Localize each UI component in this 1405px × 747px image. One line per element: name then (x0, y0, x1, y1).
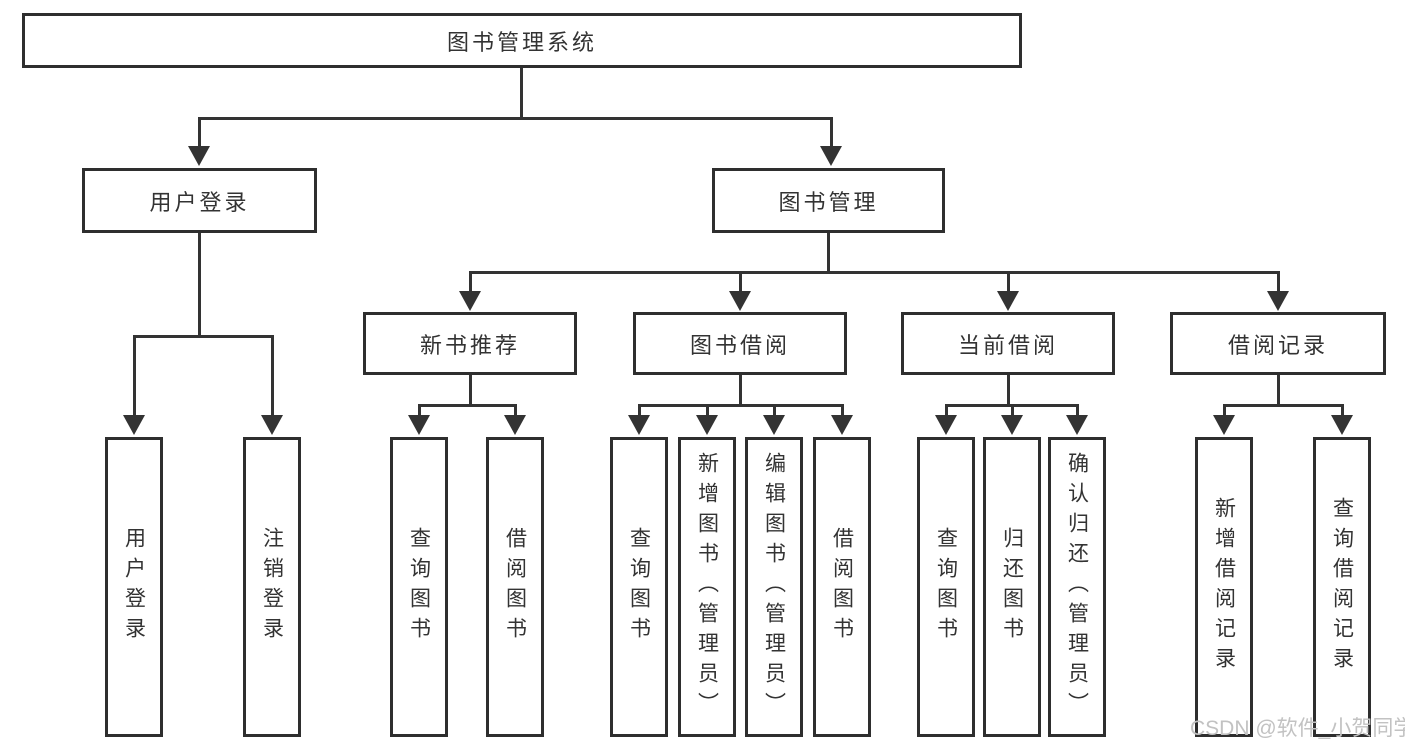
connector-root-drop-2 (830, 117, 833, 149)
arrow-down-icon (123, 415, 145, 435)
arrow-down-icon (1267, 291, 1289, 311)
leaf-query-books-newbooks: 查询图书 (390, 437, 448, 737)
leaf-query-books-borrowing: 查询图书 (610, 437, 668, 737)
node-label: 新增借阅记录 (1212, 497, 1236, 677)
connector-newbooks-stem (469, 374, 472, 406)
connector-bookmgmt-drop-4 (1277, 271, 1280, 293)
connector-bookmgmt-drop-3 (1007, 271, 1010, 293)
connector-bookmgmt-stem (827, 232, 830, 274)
leaf-query-books-current: 查询图书 (917, 437, 975, 737)
arrow-down-icon (763, 415, 785, 435)
connector-currentborrow-drop-3 (1076, 404, 1079, 418)
connector-userlogin-stem (198, 232, 201, 337)
connector-records-drop-2 (1341, 404, 1344, 418)
connector-userlogin-drop-1 (133, 335, 136, 417)
node-label: 查询图书 (407, 527, 431, 647)
node-label: 查询图书 (627, 527, 651, 647)
leaf-confirm-return-admin: 确认归还（管理员） (1048, 437, 1106, 737)
connector-root-drop-1 (198, 117, 201, 149)
connector-bookborrow-stem (739, 374, 742, 406)
arrow-down-icon (459, 291, 481, 311)
connector-bookborrow-branch (638, 404, 844, 407)
node-borrowing-records: 借阅记录 (1170, 312, 1386, 375)
connector-currentborrow-drop-2 (1011, 404, 1014, 418)
leaf-query-borrow-record: 查询借阅记录 (1313, 437, 1371, 737)
node-label: 注销登录 (260, 527, 284, 647)
arrow-down-icon (820, 146, 842, 166)
node-label: 编辑图书（管理员） (762, 452, 786, 722)
connector-records-branch (1223, 404, 1344, 407)
connector-newbooks-branch (418, 404, 516, 407)
node-current-borrowing: 当前借阅 (901, 312, 1115, 375)
arrow-down-icon (729, 291, 751, 311)
connector-bookborrow-drop-3 (773, 404, 776, 418)
leaf-logout: 注销登录 (243, 437, 301, 737)
connector-records-stem (1277, 374, 1280, 406)
arrow-down-icon (831, 415, 853, 435)
leaf-add-books-admin: 新增图书（管理员） (678, 437, 736, 737)
node-label: 确认归还（管理员） (1065, 452, 1089, 722)
connector-bookmgmt-drop-1 (469, 271, 472, 293)
connector-bookborrow-drop-2 (706, 404, 709, 418)
arrow-down-icon (504, 415, 526, 435)
leaf-user-login: 用户登录 (105, 437, 163, 737)
node-book-borrowing: 图书借阅 (633, 312, 847, 375)
connector-currentborrow-drop-1 (945, 404, 948, 418)
node-label: 新增图书（管理员） (695, 452, 719, 722)
node-label: 归还图书 (1000, 527, 1024, 647)
node-user-login: 用户登录 (82, 168, 317, 233)
node-label: 用户登录 (122, 527, 146, 647)
arrow-down-icon (1066, 415, 1088, 435)
watermark-text: CSDN @软件_小贺同学 (1190, 717, 1405, 740)
leaf-return-books: 归还图书 (983, 437, 1041, 737)
node-new-book-recommendation: 新书推荐 (363, 312, 577, 375)
leaf-borrow-books-newbooks: 借阅图书 (486, 437, 544, 737)
connector-currentborrow-stem (1007, 374, 1010, 406)
connector-bookborrow-drop-4 (841, 404, 844, 418)
node-root: 图书管理系统 (22, 13, 1022, 68)
node-label: 查询借阅记录 (1330, 497, 1354, 677)
connector-root-branch (198, 117, 832, 120)
arrow-down-icon (261, 415, 283, 435)
connector-bookborrow-drop-1 (638, 404, 641, 418)
connector-newbooks-drop-1 (418, 404, 421, 418)
leaf-borrow-books-borrowing: 借阅图书 (813, 437, 871, 737)
connector-newbooks-drop-2 (514, 404, 517, 418)
arrow-down-icon (1331, 415, 1353, 435)
connector-records-drop-1 (1223, 404, 1226, 418)
arrow-down-icon (997, 291, 1019, 311)
arrow-down-icon (935, 415, 957, 435)
connector-root-stem (520, 66, 523, 120)
leaf-add-borrow-record: 新增借阅记录 (1195, 437, 1253, 737)
node-label: 借阅图书 (503, 527, 527, 647)
arrow-down-icon (188, 146, 210, 166)
arrow-down-icon (696, 415, 718, 435)
leaf-edit-books-admin: 编辑图书（管理员） (745, 437, 803, 737)
arrow-down-icon (1001, 415, 1023, 435)
arrow-down-icon (408, 415, 430, 435)
connector-bookmgmt-branch (469, 271, 1280, 274)
node-label: 借阅图书 (830, 527, 854, 647)
connector-bookmgmt-drop-2 (739, 271, 742, 293)
connector-userlogin-branch (133, 335, 274, 338)
arrow-down-icon (628, 415, 650, 435)
arrow-down-icon (1213, 415, 1235, 435)
connector-userlogin-drop-2 (271, 335, 274, 417)
node-label: 查询图书 (934, 527, 958, 647)
node-book-management: 图书管理 (712, 168, 945, 233)
